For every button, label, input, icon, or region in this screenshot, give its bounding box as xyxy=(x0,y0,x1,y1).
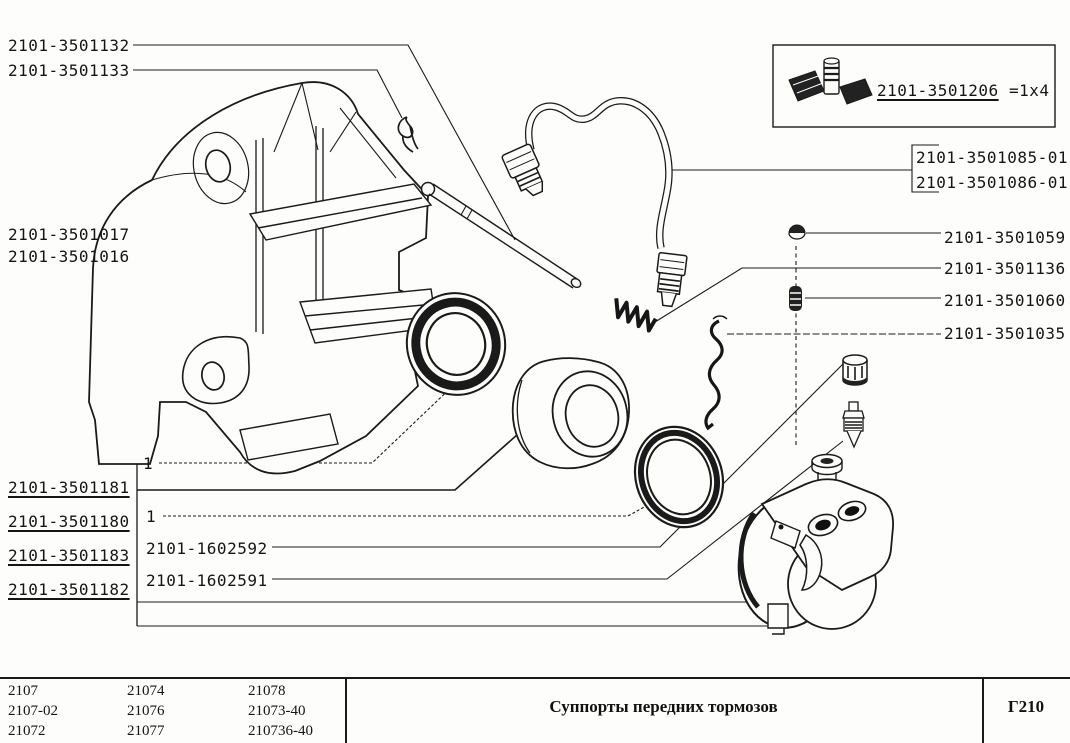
leader-cotter-pin xyxy=(133,69,403,119)
caliper-body xyxy=(88,81,438,475)
inlet-plug xyxy=(788,224,806,240)
pad-set-icon xyxy=(788,57,873,105)
hose-fitting-lower xyxy=(656,251,688,308)
brake-pad-upper xyxy=(248,183,433,241)
footer-model: 21076 xyxy=(127,703,165,719)
retaining-clip xyxy=(704,315,728,431)
upper-ear-hole xyxy=(204,149,232,183)
leader-bleeder-screw xyxy=(272,440,844,580)
dust-boot xyxy=(405,292,507,396)
kit-item-qty-1: 1 xyxy=(143,454,154,473)
callout-cotter-pin-number: 2101-3501133 xyxy=(8,61,130,80)
callout-retaining-clip-number: 2101-3501035 xyxy=(944,324,1066,343)
kit-number-2: 2101-3501180 xyxy=(8,512,130,531)
wheel-cylinder xyxy=(737,478,894,635)
pad-spring xyxy=(614,298,658,333)
footer-model: 21078 xyxy=(248,683,286,699)
kit-number-3: 2101-3501183 xyxy=(8,546,130,565)
callout-pad-spring-number: 2101-3501136 xyxy=(944,259,1066,278)
pad-support-plate xyxy=(239,413,339,461)
hose-bracket xyxy=(911,144,939,193)
hose-fitting-upper xyxy=(501,143,544,197)
kit-number-1: 2101-3501181 xyxy=(8,478,130,497)
upper-ear-contour xyxy=(192,131,250,205)
cylinder-claw xyxy=(799,533,823,591)
footer-divider-1 xyxy=(345,677,347,743)
guide-pin xyxy=(420,181,582,289)
legend-quantity: =1x4 xyxy=(1009,81,1050,100)
cylinder-foot xyxy=(767,603,789,635)
bleed-spring xyxy=(789,286,802,311)
callout-caliper-number-1: 2101-3501017 xyxy=(8,225,130,244)
footer-model: 21073-40 xyxy=(248,703,306,719)
kit-item-cap-number: 2101-1602592 xyxy=(146,539,268,558)
footer-model: 21072 xyxy=(8,723,46,739)
leader-bleeder-cap xyxy=(272,363,844,548)
kit-item-screw-number: 2101-1602591 xyxy=(146,571,268,590)
cylinder-tab xyxy=(770,520,801,549)
kit-separator-2 xyxy=(137,592,761,603)
legend-box-border xyxy=(772,44,1056,128)
callout-inlet-plug-number: 2101-3501059 xyxy=(944,228,1066,247)
footer-model: 2107 xyxy=(8,683,38,699)
callout-hose-number-2: 2101-3501086-01 xyxy=(916,173,1068,192)
leader-guide-pin xyxy=(133,44,516,241)
cotter-pin xyxy=(397,116,419,153)
piston xyxy=(511,357,630,470)
callout-hose-number-1: 2101-3501085-01 xyxy=(916,148,1068,167)
footer-model: 21077 xyxy=(127,723,165,739)
kit-separator-1 xyxy=(137,425,528,491)
footer-model: 21074 xyxy=(127,683,165,699)
bleeder-cap xyxy=(842,354,868,386)
lower-ear-hole xyxy=(201,361,225,391)
leader-seal-ring xyxy=(163,505,647,517)
footer-divider-2 xyxy=(982,677,984,743)
piston-seal-ring xyxy=(633,425,725,529)
footer-model: 210736-40 xyxy=(248,723,313,739)
footer-top-rule xyxy=(0,677,1070,679)
sheet-title: Суппорты передних тормозов xyxy=(549,697,778,716)
callout-guide-pin-number: 2101-3501132 xyxy=(8,36,130,55)
leader-dust-boot xyxy=(159,380,459,464)
callout-bleed-spring-number: 2101-3501060 xyxy=(944,291,1066,310)
callout-caliper-number-2: 2101-3501016 xyxy=(8,247,130,266)
bleeder-screw xyxy=(842,401,865,449)
kit-number-4: 2101-3501182 xyxy=(8,580,130,599)
kit-item-qty-2: 1 xyxy=(146,507,157,526)
brake-hose xyxy=(501,97,688,308)
footer-model: 2107-02 xyxy=(8,703,58,719)
legend-part-number: 2101-3501206 xyxy=(877,81,999,100)
sheet-code-badge: Г210 xyxy=(1007,697,1045,716)
leader-pad-spring xyxy=(654,267,941,323)
